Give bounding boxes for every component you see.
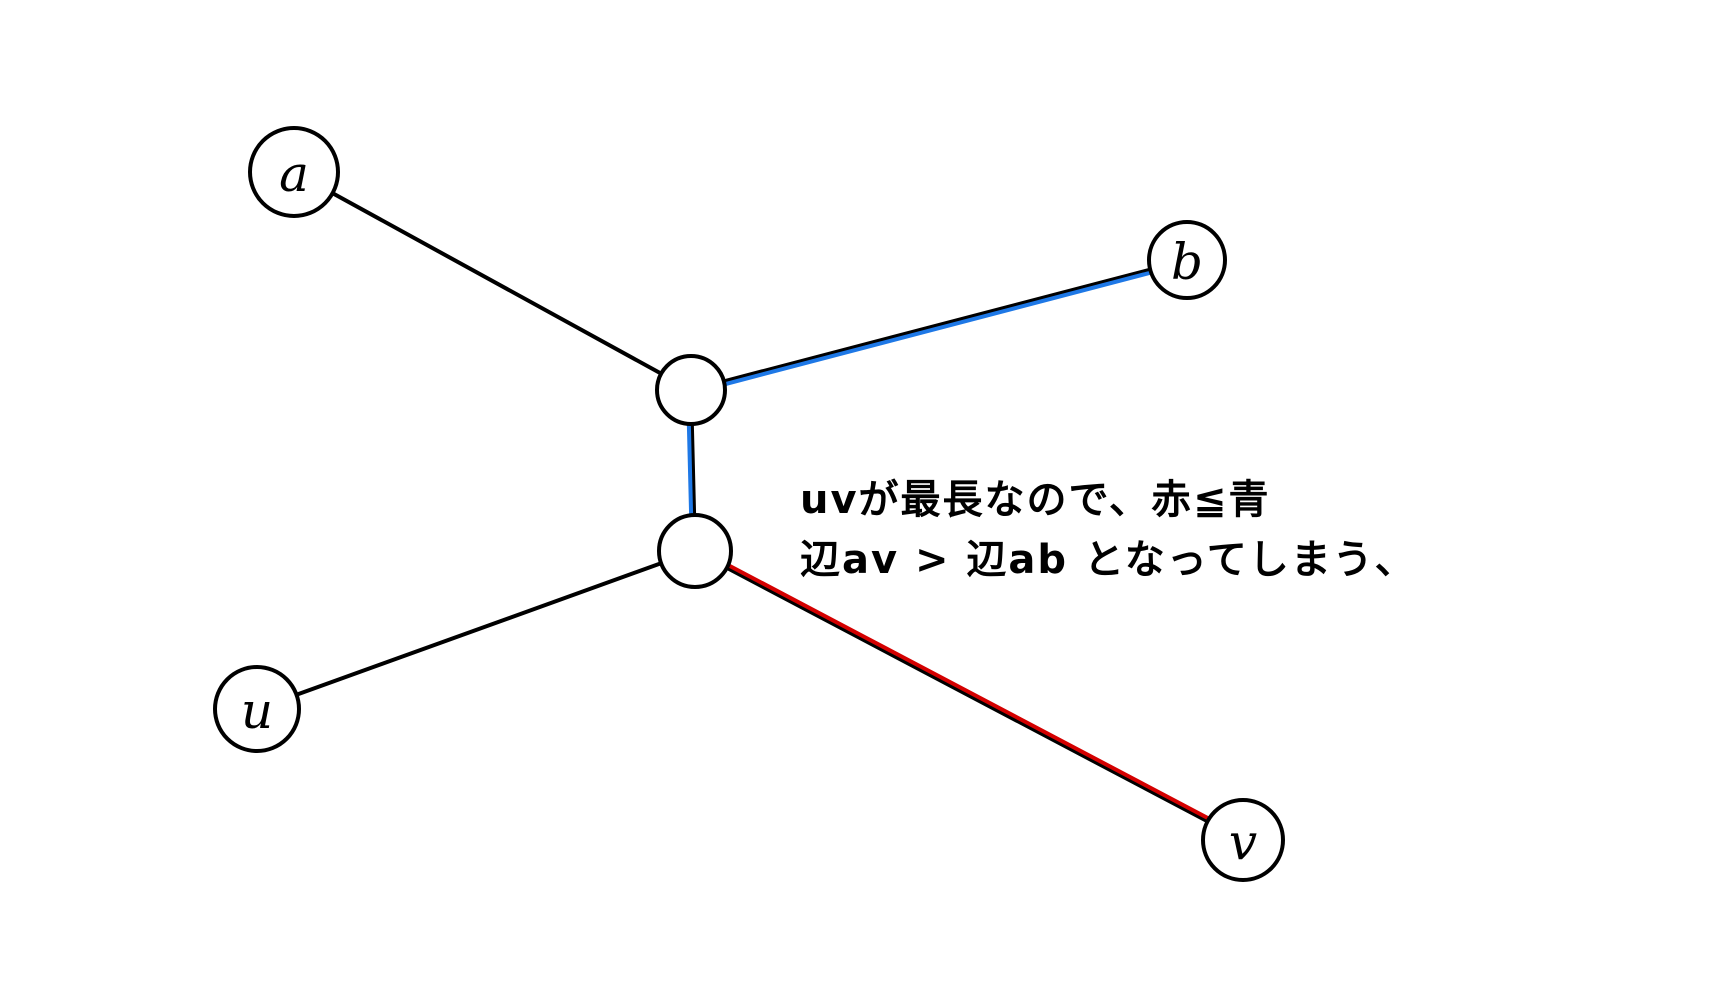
edge-c1-b	[689, 258, 1189, 392]
node-a-circle	[248, 126, 340, 218]
edge-c2-v	[693, 549, 1245, 842]
note-line-2: 辺av > 辺ab となってしまう、	[800, 537, 1417, 583]
node-c1-circle	[655, 354, 727, 426]
edge-a-c1	[292, 170, 693, 392]
node-u-circle	[213, 665, 301, 753]
node-c2	[657, 513, 733, 589]
node-b-circle	[1147, 220, 1227, 300]
node-b: b	[1147, 220, 1227, 300]
note-line-1: uvが最長なので、赤≦青	[800, 477, 1271, 523]
edge-c2-v-red-highlight	[694, 546, 1247, 840]
nodes-layer: a b u v	[213, 126, 1285, 882]
node-a-label: a	[279, 145, 309, 203]
node-v-circle	[1201, 798, 1285, 882]
node-v: v	[1201, 798, 1285, 882]
node-u-label: u	[241, 682, 273, 740]
edge-c1-b-blue-highlight	[689, 260, 1190, 395]
edges-layer	[255, 170, 1247, 842]
node-b-label: b	[1171, 233, 1203, 291]
node-a: a	[248, 126, 340, 218]
node-c2-circle	[657, 513, 733, 589]
node-c1	[655, 354, 727, 426]
node-u: u	[213, 665, 301, 753]
node-v-label: v	[1229, 813, 1257, 871]
edge-u-c2	[255, 549, 697, 711]
annotation-note: uvが最長なので、赤≦青 辺av > 辺ab となってしまう、	[800, 470, 1417, 590]
